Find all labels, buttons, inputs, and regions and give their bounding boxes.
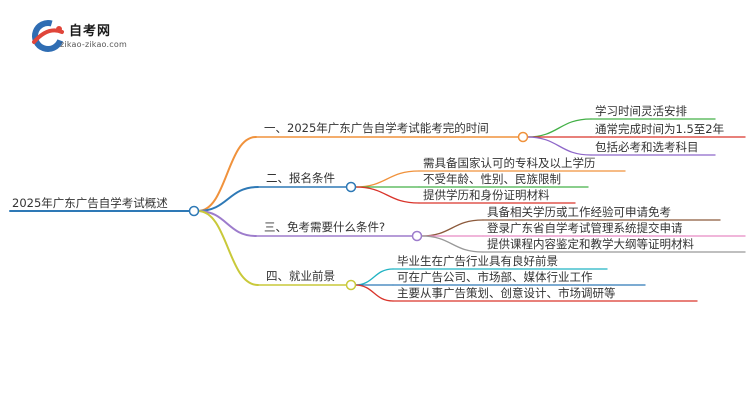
root-node-dot [188,205,200,217]
leaf-label: 毕业生在广告行业具有良好前景 [397,254,558,268]
branch-connector [197,136,257,212]
leaf-label: 提供课程内容鉴定和教学大纲等证明材料 [487,237,694,251]
leaf-label: 登录广东省自学考试管理系统提交申请 [487,221,683,235]
leaf-label: 可在广告公司、市场部、媒体行业工作 [397,270,593,284]
leaf-connector [420,235,484,253]
leaf-connector [526,136,592,156]
branch-1-dot [517,131,529,143]
root-topic: 2025年广东广告自学考试概述 [12,196,168,210]
leaf-connector [354,170,420,188]
leaf-connector [354,268,394,286]
leaf-label: 学习时间灵活安排 [595,104,687,118]
branch-4-label: 四、就业前景 [266,269,335,283]
leaf-connector [526,118,592,138]
branch-3-dot [411,230,423,242]
leaf-label: 需具备国家认可的专科及以上学历 [423,156,596,170]
leaf-label: 提供学历和身份证明材料 [423,188,550,202]
leaf-connector [354,186,420,204]
branch-connector [197,210,259,286]
leaf-label: 具备相关学历或工作经验可申请免考 [487,205,671,219]
leaf-connector [420,219,484,237]
branch-2-dot [345,181,357,193]
leaf-label: 不受年龄、性别、民族限制 [423,172,561,186]
branch-1-label: 一、2025年广东广告自学考试能考完的时间 [264,121,489,135]
branch-4-dot [345,279,357,291]
leaf-connector [354,284,394,302]
logo-mark-icon [32,20,64,52]
branch-2-label: 二、报名条件 [266,171,335,185]
branch-connector [197,186,259,212]
branch-3-label: 三、免考需要什么条件? [264,220,385,234]
logo-subtitle: zikao-zikao.com [60,40,127,49]
logo-title: 自考网 [69,24,112,39]
branch-connector [197,210,257,237]
site-logo [28,16,138,56]
leaf-label: 通常完成时间为1.5至2年 [595,122,724,136]
leaf-label: 主要从事广告策划、创意设计、市场调研等 [397,286,616,300]
leaf-label: 包括必考和选考科目 [595,140,699,154]
